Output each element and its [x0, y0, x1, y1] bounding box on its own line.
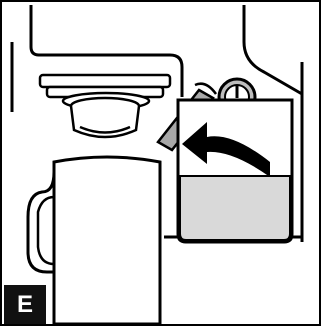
coffee-cup [28, 157, 160, 324]
water-tank [164, 100, 292, 242]
step-label-badge: E [4, 285, 46, 324]
portafilter-basket [71, 98, 139, 137]
